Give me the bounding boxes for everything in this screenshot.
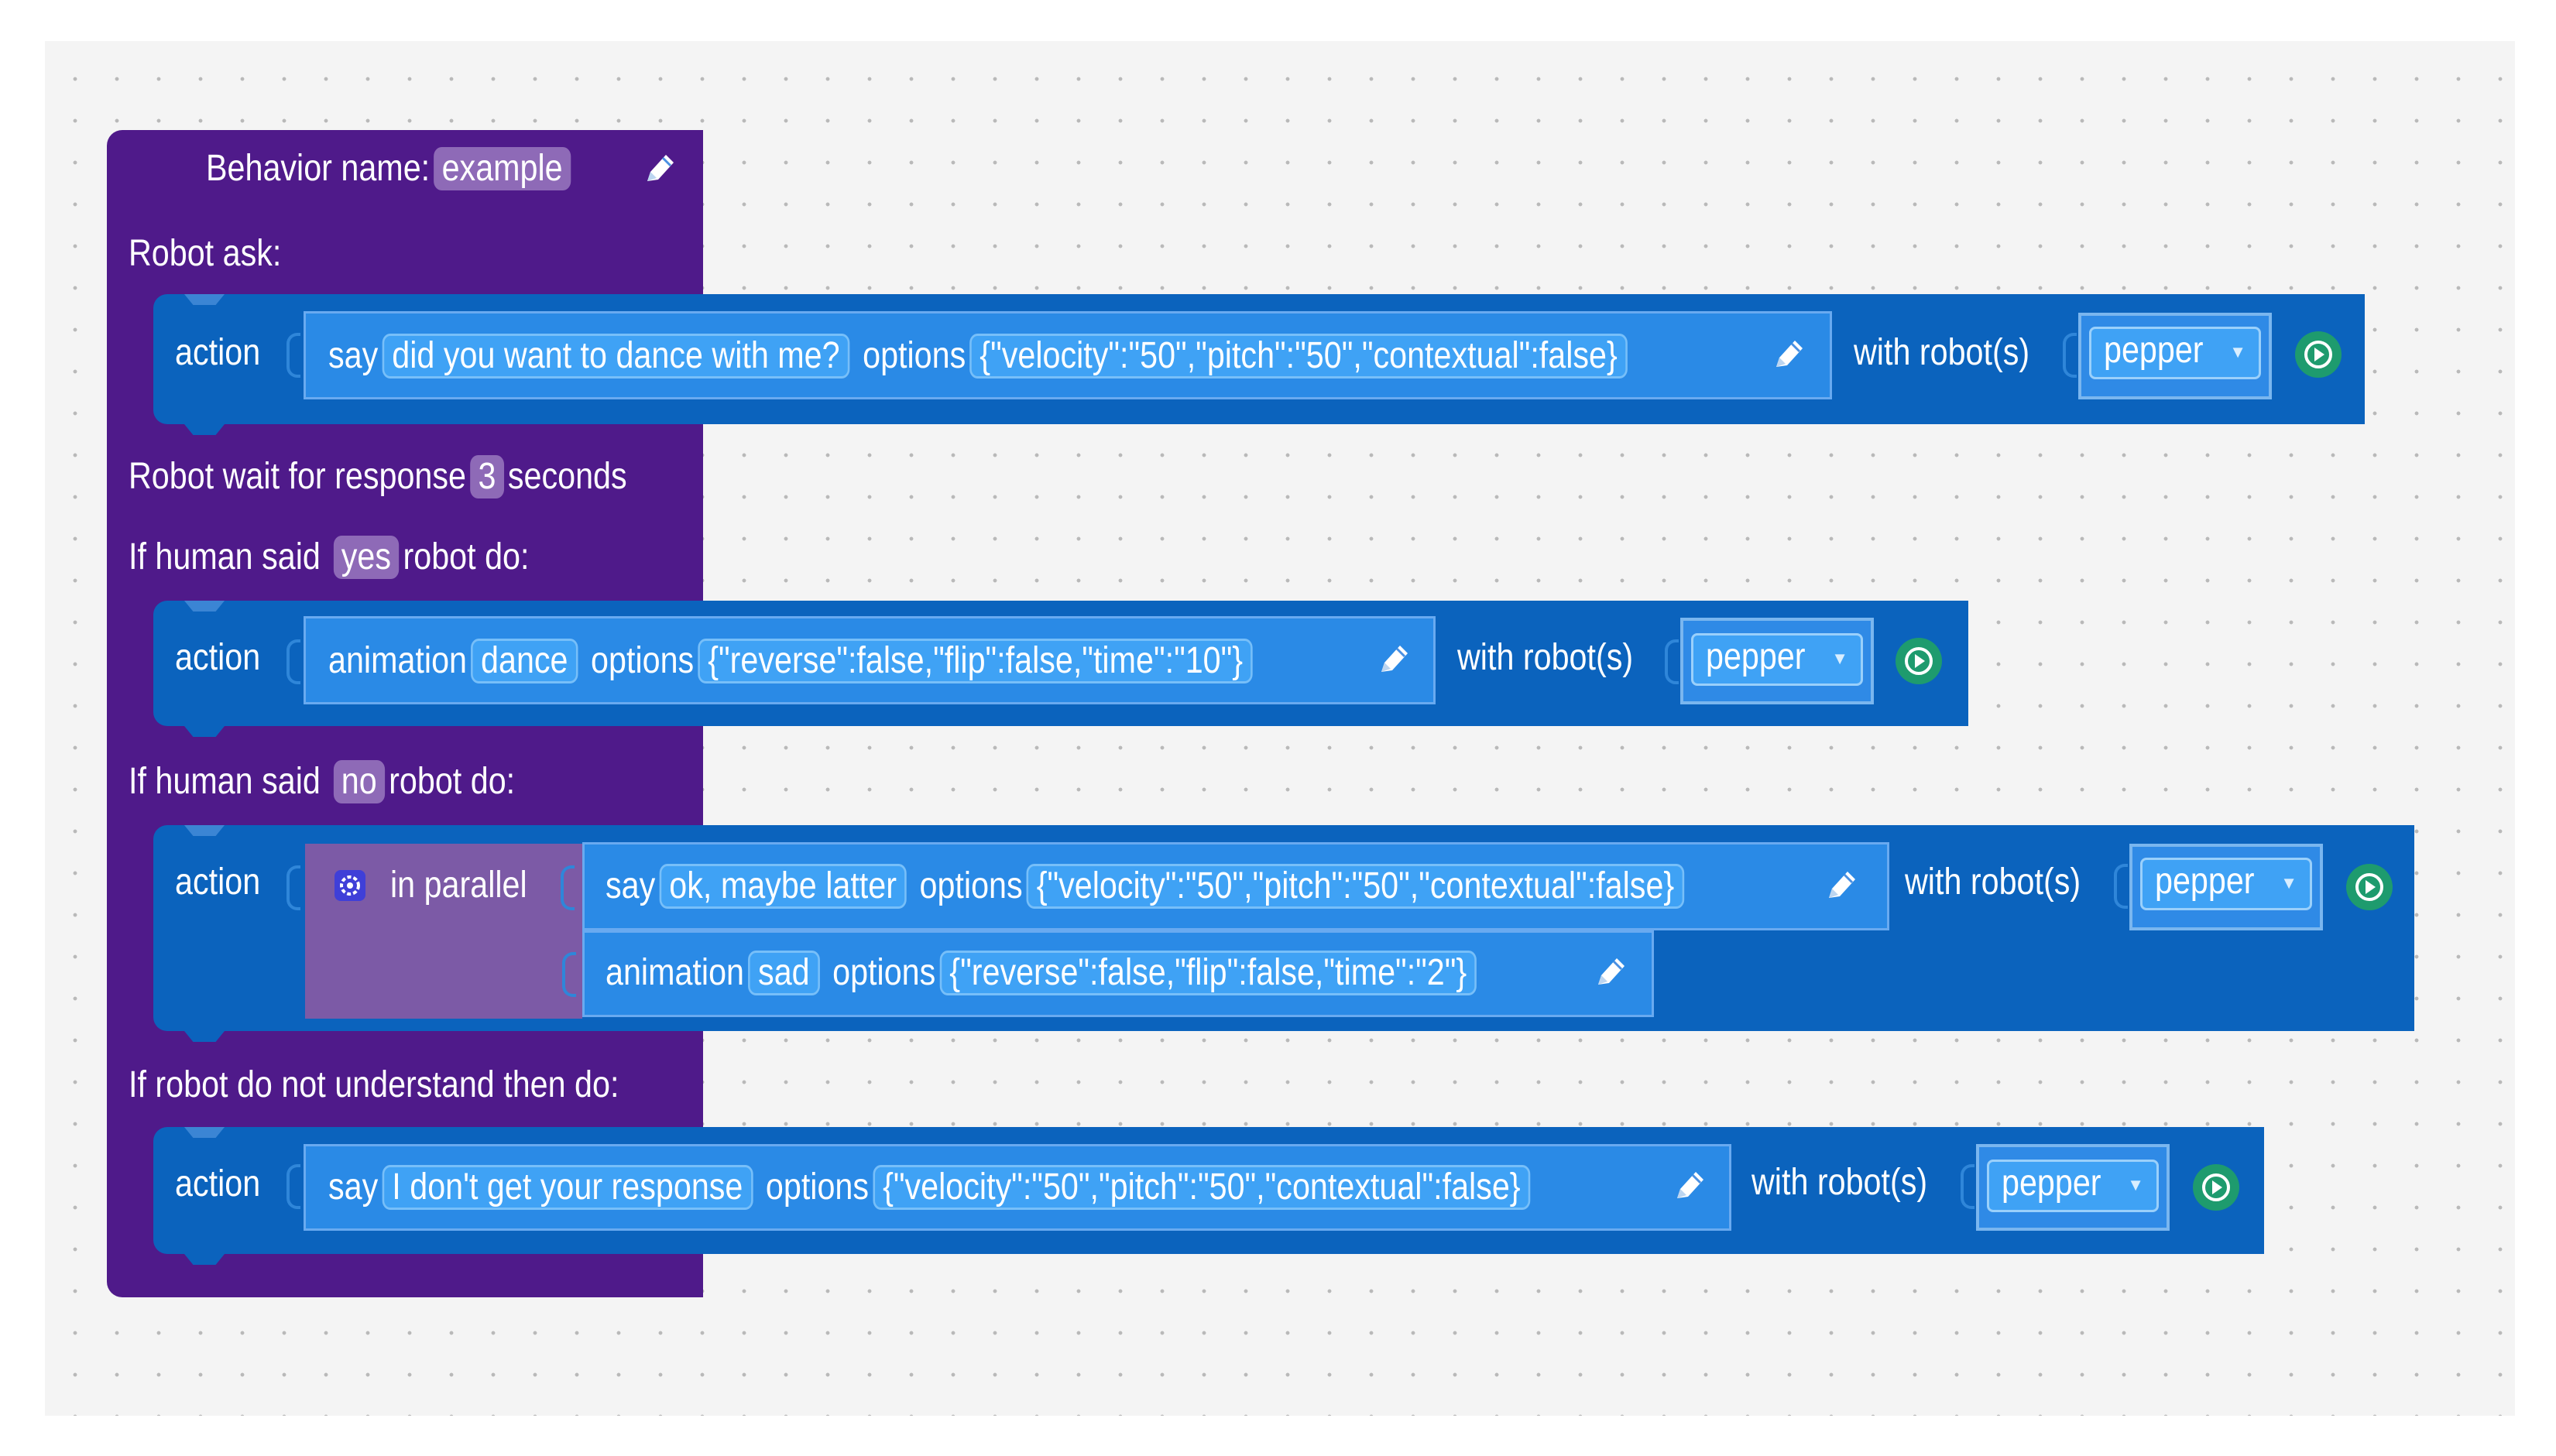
- ask-robot-value: pepper: [2104, 330, 2204, 371]
- fallback-action-label: action: [175, 1163, 261, 1204]
- fallback-robot-dropdown[interactable]: pepper ▼: [1987, 1160, 2159, 1212]
- ask-options-label: options: [863, 335, 966, 376]
- yes-input-connector: [286, 639, 300, 684]
- robot-ask-label: Robot ask:: [129, 233, 282, 274]
- dropdown-arrow-icon: ▼: [1831, 649, 1848, 668]
- fallback-robot-connector: [1961, 1164, 1974, 1209]
- fallback-input-connector: [286, 1164, 300, 1209]
- no-prefix: If human said: [129, 761, 321, 802]
- no-say-options-field[interactable]: {"velocity":"50","pitch":"50","contextua…: [1026, 864, 1685, 909]
- fallback-run-play-icon[interactable]: [2191, 1163, 2241, 1212]
- fallback-robot-value: pepper: [2002, 1163, 2101, 1204]
- fallback-say-text-field[interactable]: I don't get your response: [382, 1165, 753, 1210]
- wait-suffix: seconds: [507, 456, 627, 497]
- parallel-second-connector: [562, 952, 576, 997]
- yes-options-label: options: [591, 640, 695, 681]
- fallback-options-edit-icon[interactable]: [1669, 1166, 1710, 1206]
- parallel-connector: [561, 865, 575, 910]
- fallback-options-field[interactable]: {"velocity":"50","pitch":"50","contextua…: [873, 1165, 1531, 1210]
- ask-options-field[interactable]: {"velocity":"50","pitch":"50","contextua…: [969, 334, 1628, 379]
- wait-prefix: Robot wait for response: [129, 456, 466, 497]
- no-animation-options-label: options: [832, 952, 936, 993]
- no-run-play-icon[interactable]: [2345, 862, 2394, 912]
- no-robot-connector: [2114, 864, 2128, 909]
- no-with-robots-label: with robot(s): [1905, 862, 2081, 903]
- no-response-field[interactable]: no: [333, 760, 386, 803]
- fallback-say-label: say: [328, 1167, 379, 1208]
- no-say-options-label: options: [919, 865, 1023, 906]
- behavior-name-row: Behavior name:example: [206, 147, 575, 190]
- yes-robot-connector: [1665, 639, 1679, 684]
- no-animation-options-field[interactable]: {"reverse":false,"flip":false,"time":"2"…: [939, 951, 1477, 995]
- yes-options-field[interactable]: {"reverse":false,"flip":false,"time":"10…: [698, 639, 1253, 683]
- yes-robot-value: pepper: [1706, 636, 1806, 677]
- no-robot-value: pepper: [2155, 861, 2255, 902]
- fallback-label: If robot do not understand then do:: [129, 1064, 619, 1105]
- no-say-text-field[interactable]: ok, maybe latter: [659, 864, 907, 909]
- no-animation-field[interactable]: sad: [748, 951, 820, 995]
- ask-robot-connector: [2063, 333, 2077, 378]
- no-suffix: robot do:: [389, 761, 516, 802]
- no-input-connector: [286, 865, 300, 910]
- ask-with-robots-label: with robot(s): [1854, 332, 2030, 373]
- no-say-label: say: [606, 865, 656, 906]
- fallback-with-robots-label: with robot(s): [1751, 1162, 1928, 1203]
- ask-options-edit-icon[interactable]: [1769, 334, 1809, 375]
- yes-prefix: If human said: [129, 536, 321, 577]
- yes-robot-dropdown[interactable]: pepper ▼: [1691, 633, 1863, 686]
- yes-response-field[interactable]: yes: [333, 536, 400, 579]
- ask-run-play-icon[interactable]: [2294, 330, 2343, 379]
- behavior-name-field[interactable]: example: [434, 147, 571, 190]
- ask-input-connector: [286, 333, 300, 378]
- ask-robot-dropdown[interactable]: pepper ▼: [2089, 327, 2261, 379]
- yes-animation-label: animation: [328, 640, 467, 681]
- no-say-options-edit-icon[interactable]: [1821, 865, 1861, 906]
- no-animation-options-edit-icon[interactable]: [1590, 952, 1631, 992]
- dropdown-arrow-icon: ▼: [2280, 873, 2297, 892]
- yes-run-play-icon[interactable]: [1894, 636, 1944, 686]
- yes-action-label: action: [175, 637, 261, 678]
- wait-seconds-field[interactable]: 3: [470, 455, 504, 498]
- dropdown-arrow-icon: ▼: [2127, 1175, 2144, 1194]
- behavior-name-label: Behavior name:: [206, 148, 431, 189]
- fallback-options-label: options: [765, 1167, 870, 1208]
- no-action-label: action: [175, 862, 261, 903]
- in-parallel-label: in parallel: [390, 865, 527, 906]
- ask-say-label: say: [328, 335, 379, 376]
- parallel-settings-gear-icon[interactable]: [333, 868, 367, 903]
- ask-say-text-field[interactable]: did you want to dance with me?: [382, 334, 850, 379]
- yes-animation-field[interactable]: dance: [471, 639, 578, 683]
- no-robot-dropdown[interactable]: pepper ▼: [2140, 858, 2312, 910]
- dropdown-arrow-icon: ▼: [2229, 342, 2246, 361]
- yes-with-robots-label: with robot(s): [1457, 637, 1634, 678]
- yes-options-edit-icon[interactable]: [1374, 639, 1414, 680]
- behavior-name-edit-icon[interactable]: [640, 149, 680, 189]
- yes-suffix: robot do:: [403, 536, 530, 577]
- ask-action-label: action: [175, 332, 261, 373]
- no-animation-label: animation: [606, 952, 744, 993]
